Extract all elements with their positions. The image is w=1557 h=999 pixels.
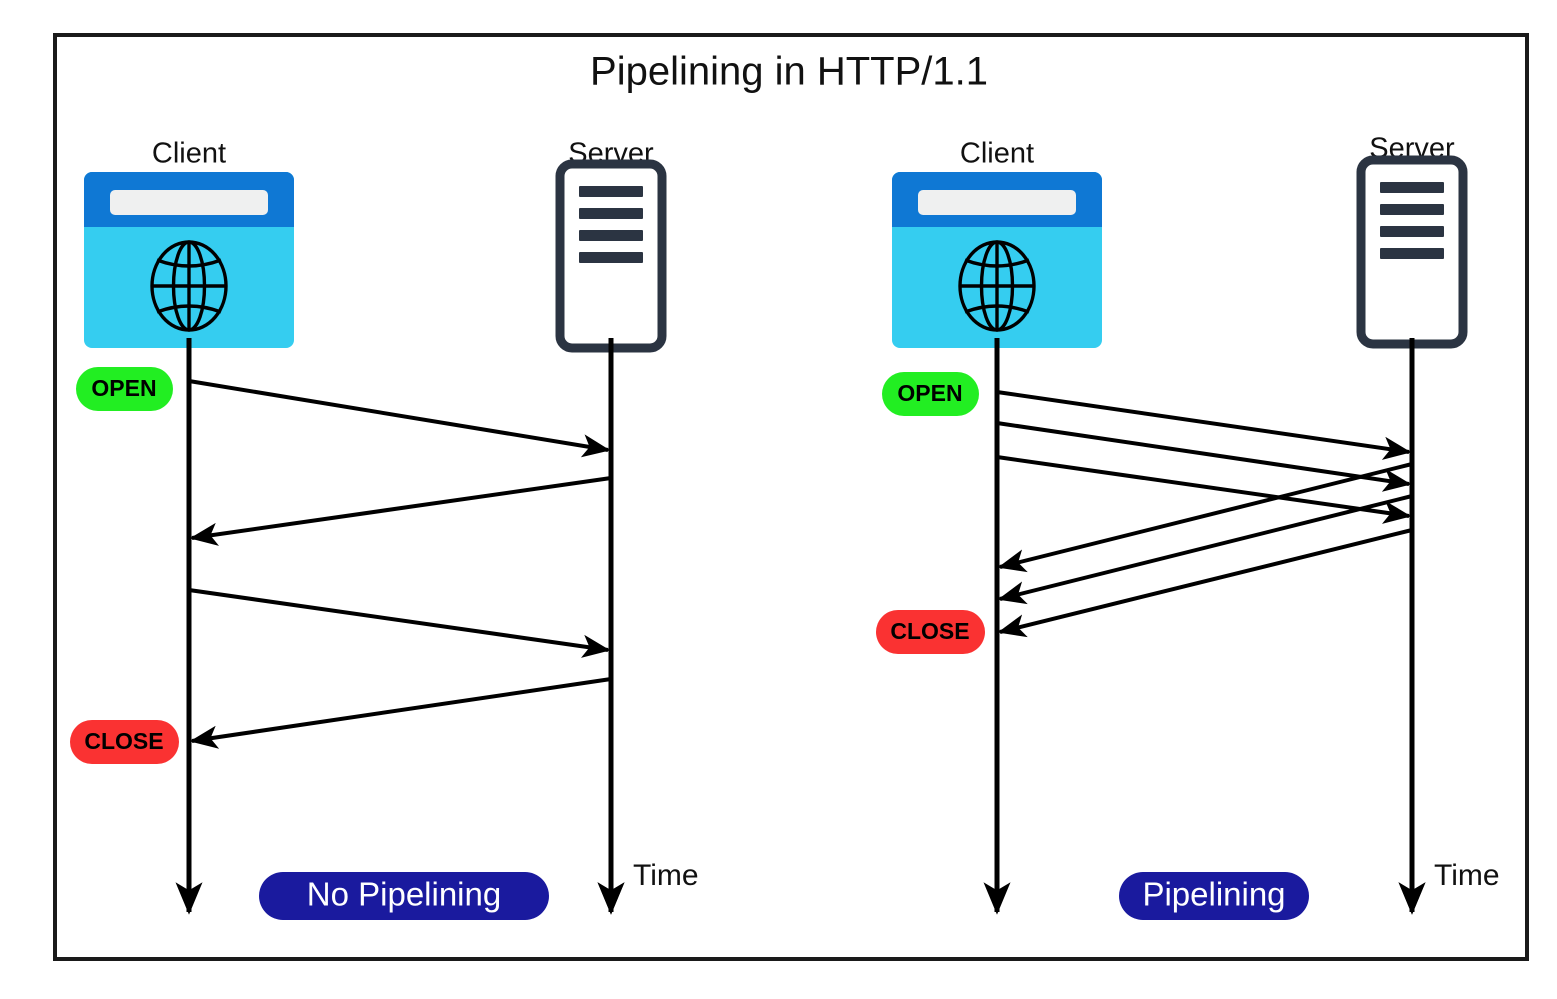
close-badge-label: CLOSE [84, 728, 163, 754]
message-request-2 [996, 421, 1412, 492]
message-request-1 [188, 379, 611, 458]
client-browser-icon [890, 170, 1104, 350]
close-badge-label: CLOSE [890, 618, 969, 644]
open-badge-label: OPEN [91, 375, 156, 401]
message-request-2 [188, 588, 611, 658]
close-badge: CLOSE [70, 720, 179, 764]
mode-badge-label: Pipelining [1142, 876, 1285, 913]
page-title: Pipelining in HTTP/1.1 [590, 50, 988, 94]
client-browser-icon [82, 170, 296, 350]
mode-badge-label: No Pipelining [307, 876, 501, 913]
message-response-2 [189, 677, 612, 749]
open-badge: OPEN [76, 367, 173, 411]
time-label: Time [633, 859, 699, 892]
panel-pipelining: Client Server OPEN CLOSE [876, 133, 1500, 920]
message-response-2 [997, 494, 1413, 605]
server-rack-icon [560, 164, 662, 348]
message-request-1 [996, 390, 1412, 460]
client-label: Client [960, 138, 1034, 170]
client-label: Client [152, 138, 226, 170]
server-rack-icon [1361, 160, 1463, 344]
panel-no-pipelining: Client Server OPEN CLOSE T [70, 138, 699, 920]
message-response-3 [997, 528, 1413, 638]
mode-badge-pipelining: Pipelining [1119, 872, 1309, 920]
message-request-3 [996, 455, 1412, 524]
mode-badge-no-pipelining: No Pipelining [259, 872, 549, 920]
open-badge: OPEN [882, 372, 979, 416]
open-badge-label: OPEN [897, 380, 962, 406]
message-response-1 [189, 476, 612, 546]
close-badge: CLOSE [876, 610, 985, 654]
time-label: Time [1434, 859, 1500, 892]
message-response-1 [997, 462, 1413, 573]
